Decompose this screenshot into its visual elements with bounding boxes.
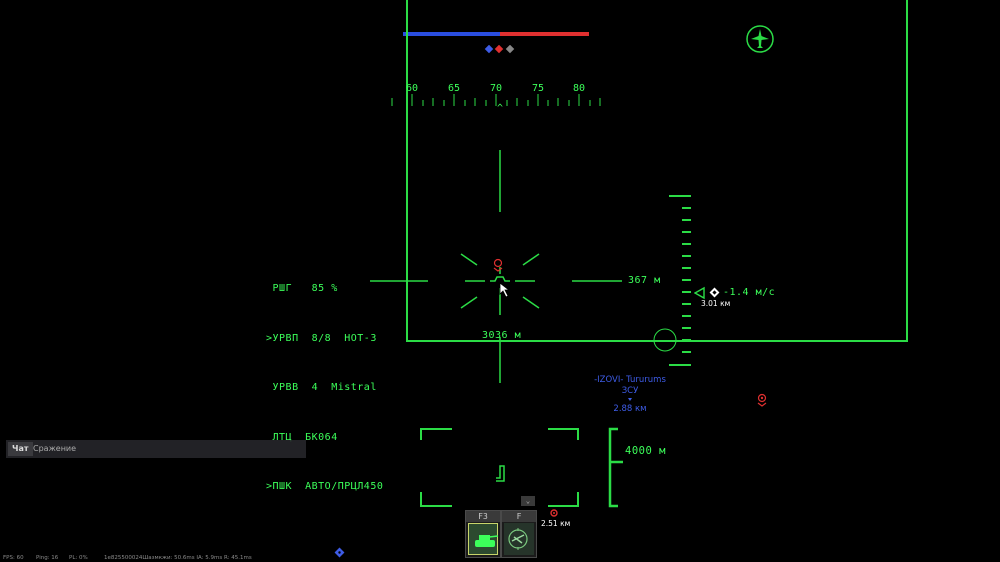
capture-points-svg bbox=[484, 44, 515, 54]
heading-ticks-svg bbox=[391, 94, 601, 106]
hud-frame-bottom bbox=[406, 340, 908, 342]
helicopter-target-icon bbox=[508, 528, 528, 550]
hud-frame-right bbox=[906, 0, 908, 342]
weapon-slot-f[interactable]: F bbox=[501, 510, 537, 558]
target-distance-label: 3.01 км bbox=[701, 299, 731, 308]
slot-key-label: F3 bbox=[466, 511, 500, 522]
network-stats: 1e825500024Шазмкжи: 50.6ms IA: 5.9ms R: … bbox=[104, 555, 252, 561]
capture-point-b-icon bbox=[494, 44, 504, 54]
team-score-blue bbox=[403, 32, 500, 36]
fps-counter: FPS: 60 bbox=[3, 555, 24, 561]
enemy-marker-center-icon bbox=[493, 258, 503, 272]
slot-body bbox=[504, 523, 534, 555]
airfield-icon bbox=[746, 25, 774, 53]
target-range-right: 367 м bbox=[628, 275, 661, 286]
slot-key-label: F bbox=[502, 511, 536, 522]
chat-bar[interactable]: Чат Сражение bbox=[6, 440, 306, 458]
ally-marker: -IZOVI- Tururums ЗСУ 2.88 км bbox=[585, 375, 675, 415]
packet-loss-counter: PL: 0% bbox=[69, 555, 88, 561]
ally-arrow-icon bbox=[628, 398, 632, 401]
vertical-speed-scale bbox=[669, 195, 691, 366]
capture-point-a-icon bbox=[484, 44, 494, 54]
tank-icon bbox=[475, 535, 499, 547]
ally-vehicle: ЗСУ bbox=[621, 386, 639, 396]
mouse-cursor-icon bbox=[499, 282, 511, 298]
heading-scale: 60 65 70 75 80 ^ bbox=[380, 78, 620, 118]
heading-caret: ^ bbox=[496, 103, 504, 114]
altitude-value: 4000 м bbox=[625, 445, 666, 457]
target-range-bottom: 3036 м bbox=[482, 330, 522, 341]
capture-point-icons bbox=[484, 40, 520, 54]
chat-channel-label[interactable]: Сражение bbox=[33, 444, 77, 453]
enemy-marker-slots-icon bbox=[550, 509, 558, 517]
weapon-line-atgm: >УРВП 8/8 НОТ-3 bbox=[266, 332, 377, 344]
heading-label-80: 80 bbox=[572, 83, 586, 94]
enemy-distance-label: 2.51 км bbox=[541, 519, 571, 528]
weapon-line-aam: УРВВ 4 Mistral bbox=[266, 382, 377, 393]
ally-name: -IZOVI- Tururums bbox=[594, 375, 666, 385]
crosshair-reticle bbox=[370, 150, 622, 383]
heading-label-70: 70 bbox=[489, 83, 503, 94]
heading-label-60: 60 bbox=[405, 83, 419, 94]
expand-weapons-button[interactable]: ⌄ bbox=[521, 496, 535, 506]
heading-label-75: 75 bbox=[531, 83, 545, 94]
team-score-bar bbox=[403, 32, 589, 36]
gunner-sight-frame bbox=[420, 428, 579, 507]
team-score-red bbox=[500, 32, 589, 36]
slot-body bbox=[468, 523, 499, 555]
weapons-panel: РШГ 85 % >УРВП 8/8 НОТ-3 УРВВ 4 Mistral … bbox=[266, 248, 383, 512]
altitude-bracket bbox=[608, 427, 623, 508]
capture-point-c-icon bbox=[505, 44, 515, 54]
weapon-slot-f3[interactable]: F3 bbox=[465, 510, 501, 558]
ally-distance: 2.88 км bbox=[613, 404, 647, 414]
vertical-speed-value: -1.4 м/с bbox=[723, 287, 776, 298]
weapon-line-laser: ЛТЦ БК064 bbox=[266, 431, 338, 443]
weapon-line-cannon: >ПШК АВТО/ПРЦЛ450 bbox=[266, 481, 384, 492]
heading-label-65: 65 bbox=[447, 83, 461, 94]
vertical-speed-pointer-icon bbox=[694, 286, 720, 300]
ally-offscreen-marker-icon bbox=[334, 547, 345, 558]
ping-counter: Ping: 16 bbox=[36, 555, 59, 561]
chat-tab[interactable]: Чат bbox=[8, 442, 33, 456]
flight-path-circle-icon bbox=[653, 328, 677, 352]
weapon-line-rpg: РШГ 85 % bbox=[266, 283, 338, 294]
enemy-offscreen-marker-icon bbox=[757, 393, 767, 407]
hud-frame-left bbox=[406, 0, 408, 342]
